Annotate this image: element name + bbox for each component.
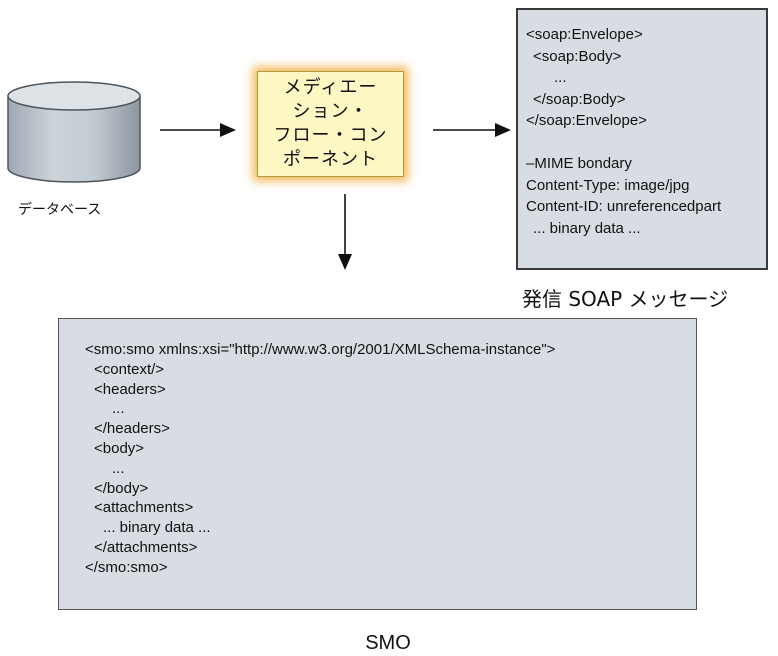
smo-code-line: </body> — [94, 479, 149, 497]
smo-code-line: <attachments> — [94, 499, 194, 517]
database-label: データベース — [18, 202, 102, 218]
smo-code-line: ... — [112, 459, 125, 477]
soap-code-line: ... binary data ... — [533, 219, 641, 237]
mediation-label-line: フロー・コン — [273, 125, 388, 146]
soap-code-line: ... — [554, 69, 567, 86]
soap-message-box: <soap:Envelope> <soap:Body>... </soap:Body… — [516, 8, 768, 270]
soap-code-line: </soap:Body> — [533, 90, 626, 108]
mediation-label-line: メディエー — [283, 77, 378, 98]
soap-message-caption: 発信 SOAP メッセージ — [522, 287, 729, 311]
smo-code-line: ... — [112, 400, 125, 418]
soap-code-line: <soap:Envelope> — [526, 26, 643, 43]
soap-code-line: Content-Type: image/jpg — [526, 176, 690, 194]
soap-code-line: <soap:Body> — [533, 47, 622, 65]
arrow-mediation-to-soap — [433, 123, 511, 137]
mediation-label-line: ポーネント — [283, 149, 378, 170]
soap-code-line: </soap:Envelope> — [526, 112, 647, 129]
smo-code-line: <headers> — [94, 380, 166, 398]
database-icon — [7, 81, 141, 183]
smo-code-line: </attachments> — [94, 538, 198, 556]
mediation-label-line: ション・ — [292, 101, 369, 122]
smo-code-line: </smo:smo> — [85, 558, 168, 576]
smo-box: <smo:smo xmlns:xsi="http://www.w3.org/20… — [58, 318, 697, 610]
arrow-database-to-mediation — [160, 123, 236, 137]
soap-code-line: –MIME bondary — [526, 155, 632, 172]
soap-code-line — [518, 132, 766, 154]
smo-code-line: <context/> — [94, 360, 165, 378]
soap-code-line: Content-ID: unreferencedpart — [526, 198, 722, 215]
smo-code-line: </headers> — [94, 420, 170, 438]
smo-caption: SMO — [365, 632, 411, 654]
mediation-flow-component: メディエー ション・ フロー・コン ポーネント — [257, 71, 404, 177]
smo-code-line: ... binary data ... — [103, 519, 211, 537]
smo-code-line: <smo:smo xmlns:xsi="http://www.w3.org/20… — [85, 341, 556, 358]
smo-code-line: <body> — [94, 439, 145, 457]
arrow-mediation-to-smo — [338, 194, 352, 270]
